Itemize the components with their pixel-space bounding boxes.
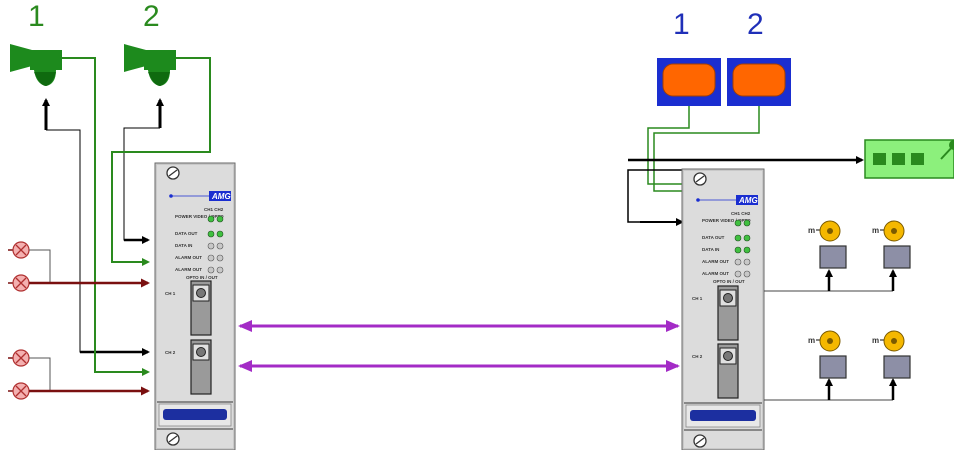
module-right-led-header: CH1 CH2 xyxy=(731,211,751,216)
monitor-1-icon xyxy=(657,58,721,106)
svg-text:m: m xyxy=(808,226,815,235)
module-right-handle xyxy=(690,410,756,421)
alarm-sensor-wiring xyxy=(29,249,51,391)
alarm-bell-3-icon: m xyxy=(808,330,847,379)
monitor-video-lines xyxy=(647,106,760,192)
module-right-row-4: ALARM OUT xyxy=(702,259,729,264)
module-right-brand: AMG xyxy=(738,196,758,205)
module-left-row-1: POWER VIDEO / OPTO xyxy=(175,214,224,219)
module-left-brand: AMG xyxy=(211,192,231,201)
svg-text:m: m xyxy=(872,336,879,345)
svg-text:m: m xyxy=(808,336,815,345)
alarm-sensor-4-icon xyxy=(8,382,30,400)
module-left-row-5: ALARM OUT xyxy=(175,267,202,272)
module-left-led-header: CH1 CH2 xyxy=(204,207,224,212)
camera-1-number: 1 xyxy=(28,0,45,33)
svg-text:m: m xyxy=(872,226,879,235)
module-left: AMG CH1 CH2 POWER VIDEO / OPTO DATA OUT … xyxy=(154,162,236,450)
camera-1-icon xyxy=(10,44,62,86)
module-right: AMG CH1 CH2 POWER VIDEO / OPTO DATA OUT … xyxy=(681,168,765,450)
module-right-ch2-label: CH 2 xyxy=(692,354,703,359)
alarm-sensor-2-icon xyxy=(8,274,30,292)
camera-1-video-line xyxy=(62,57,148,373)
monitor-2-number: 2 xyxy=(747,8,764,41)
camera-2-number: 2 xyxy=(143,0,160,33)
alarm-sensor-1-icon xyxy=(8,241,30,259)
module-right-row-2: DATA OUT xyxy=(702,235,725,240)
module-left-row-3: DATA IN xyxy=(175,243,192,248)
module-right-ch1-label: CH 1 xyxy=(692,296,703,301)
keyboard-icon xyxy=(864,139,954,179)
module-left-opto-label: OPTO IN / OUT xyxy=(186,275,218,280)
camera-2-icon xyxy=(124,44,176,86)
module-left-ch1-label: CH 1 xyxy=(165,291,176,296)
keyboard-data-line xyxy=(627,169,682,223)
module-left-ch2-label: CH 2 xyxy=(165,350,176,355)
alarm-bell-4-icon: m xyxy=(872,330,911,379)
module-left-handle xyxy=(163,409,227,420)
module-left-row-2: DATA OUT xyxy=(175,231,198,236)
monitor-2-icon xyxy=(727,58,791,106)
module-right-row-5: ALARM OUT xyxy=(702,271,729,276)
alarm-bell-1-icon: m xyxy=(808,220,847,269)
alarm-sensor-3-icon xyxy=(8,349,30,367)
monitor-1-number: 1 xyxy=(673,8,690,41)
module-left-row-4: ALARM OUT xyxy=(175,255,202,260)
alarm-bell-2-icon: m xyxy=(872,220,911,269)
module-right-row-1: POWER VIDEO / OPTO xyxy=(702,218,751,223)
alarm-output-arrows xyxy=(825,269,897,400)
module-right-opto-label: OPTO IN / OUT xyxy=(713,279,745,284)
module-right-row-3: DATA IN xyxy=(702,247,719,252)
